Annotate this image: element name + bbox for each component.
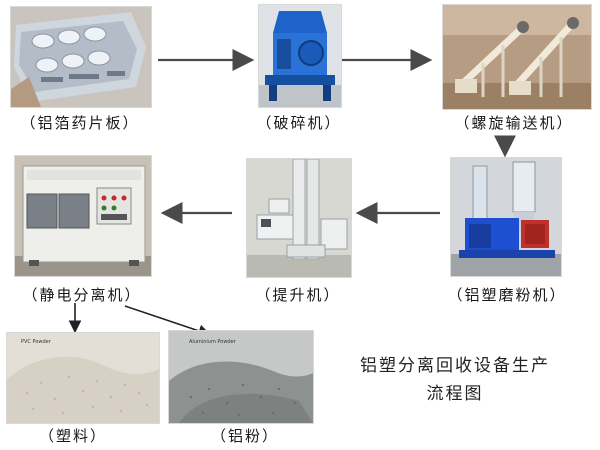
foil-blister-photo: [10, 6, 152, 108]
caption-line-2: 流程图: [426, 384, 484, 404]
arrow-separator-to-aluminum: [124, 305, 212, 337]
mill-label: （铝塑磨粉机）: [447, 286, 567, 304]
separator-label: （静电分离机）: [22, 286, 142, 304]
elevator-label: （提升机）: [255, 286, 341, 304]
aluminum-powder-tag: Aluminium Powder: [189, 339, 237, 345]
aluminum-powder-photo: Aluminium Powder: [168, 330, 314, 424]
aluminum-label: （铝粉）: [210, 427, 279, 445]
caption-line-1: 铝塑分离回收设备生产: [360, 356, 550, 376]
foil-blister-label: （铝箔药片板）: [20, 114, 140, 132]
crusher-photo: [258, 4, 342, 108]
separator-photo: [14, 155, 152, 277]
elevator-photo: [246, 158, 352, 278]
plastic-powder-photo: PVC Powder: [6, 332, 160, 424]
mill-photo: [450, 157, 562, 277]
plastic-label: （塑料）: [38, 427, 107, 445]
crusher-label: （破碎机）: [256, 114, 342, 132]
flowchart-caption: 铝塑分离回收设备生产 流程图: [330, 352, 580, 408]
plastic-powder-tag: PVC Powder: [21, 339, 52, 345]
screw-conveyor-photo: [442, 4, 592, 110]
screw-conveyor-label: （螺旋输送机）: [454, 114, 574, 132]
